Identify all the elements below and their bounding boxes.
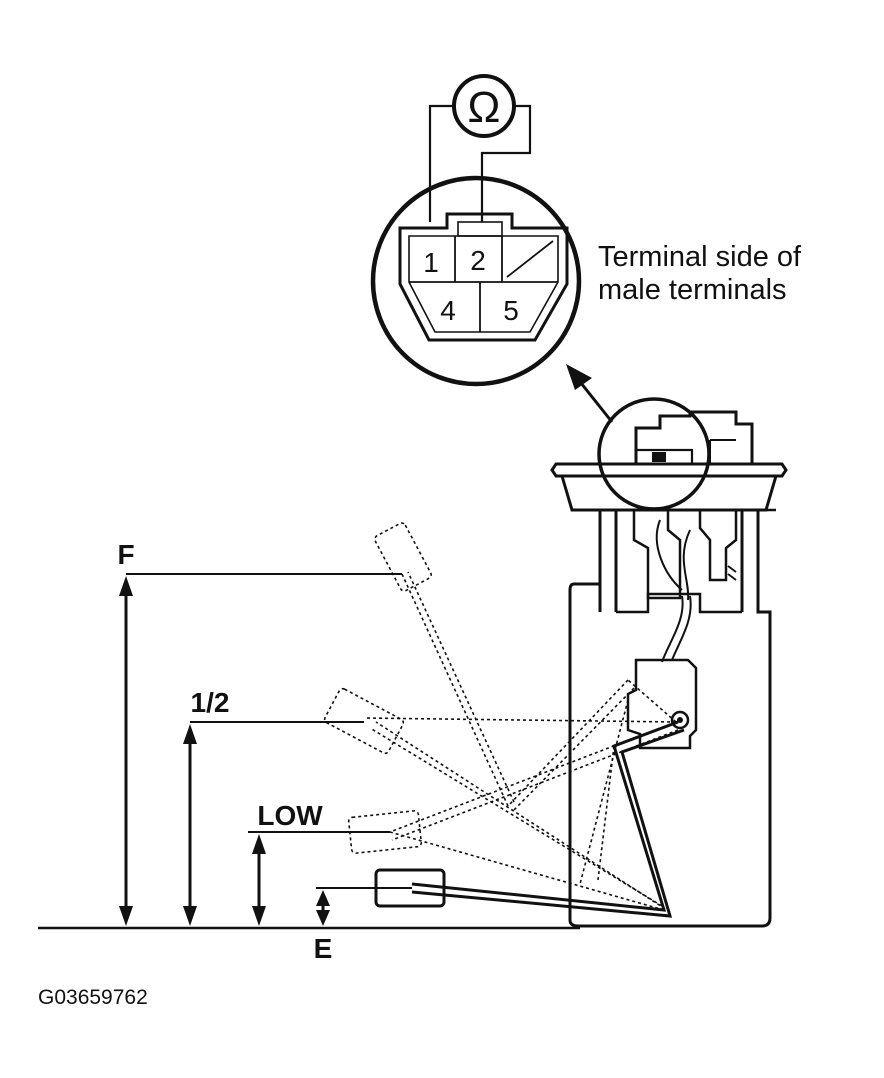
connector-caption-line2: male terminals <box>598 274 787 306</box>
upper-housing <box>560 475 778 512</box>
connector-caption-line1: Terminal side of <box>598 241 802 273</box>
float-arm-full <box>374 522 677 885</box>
pin-5-label: 5 <box>503 295 519 326</box>
ohmmeter-symbol: Ω <box>468 83 501 132</box>
magnify-arrow <box>566 364 614 423</box>
empty-cavity-mark <box>506 240 554 278</box>
mounting-flange <box>550 462 788 478</box>
level-label-low: LOW <box>257 800 323 831</box>
fuel-pump-assembly <box>550 397 788 928</box>
figure-code: G03659762 <box>38 986 148 1009</box>
top-connector-terminal <box>652 452 666 462</box>
sender-unit <box>626 658 698 750</box>
reservoir-bucket <box>568 582 772 928</box>
dimension-half <box>183 724 197 926</box>
dimension-empty <box>316 890 330 926</box>
pin-2-label: 2 <box>470 245 486 276</box>
float-arm-low <box>347 721 679 911</box>
dimension-low <box>252 834 266 926</box>
level-label-full: F <box>117 539 134 570</box>
ohmmeter: Ω <box>428 74 532 222</box>
level-label-empty: E <box>314 933 333 964</box>
magnifier-circle <box>370 175 582 387</box>
float-arm-pivot <box>670 710 690 730</box>
connector-detail: 1 2 4 5 <box>370 175 582 387</box>
dimension-full <box>119 576 133 926</box>
pin-4-label: 4 <box>440 295 456 326</box>
pin-1-label: 1 <box>423 247 439 278</box>
ohmmeter-lead-left <box>428 104 454 222</box>
level-label-half: 1/2 <box>191 687 230 718</box>
top-connector-plug <box>634 448 694 466</box>
connector-housing <box>398 212 569 342</box>
connector-key <box>457 221 503 237</box>
float-arm-half <box>323 687 677 913</box>
